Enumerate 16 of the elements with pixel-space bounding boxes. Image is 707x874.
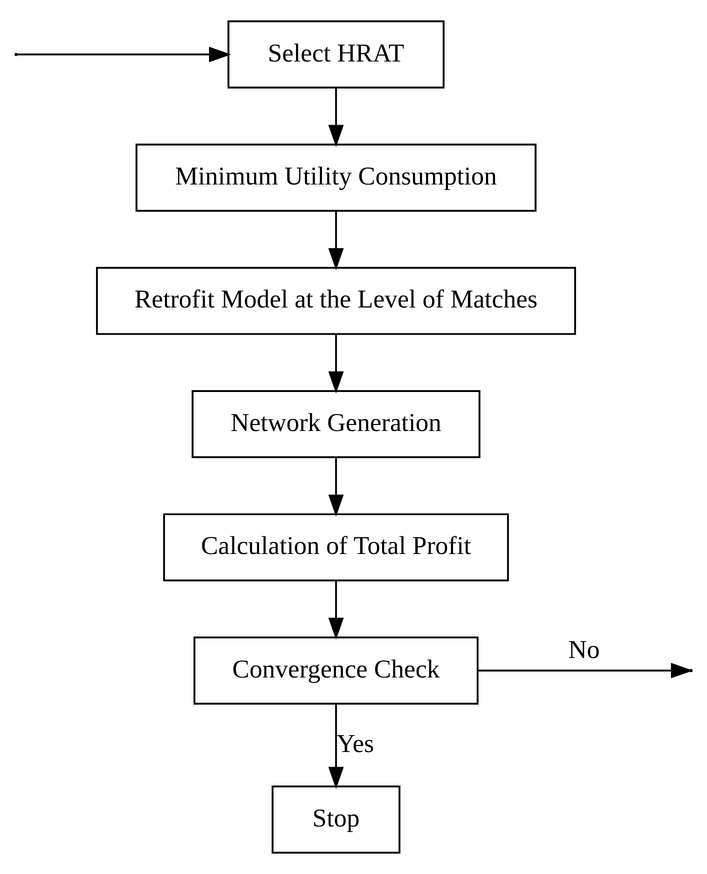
node-box: Retrofit Model at the Level of Matches (96, 266, 576, 335)
node-box: Convergence Check (194, 636, 479, 705)
arrow (328, 334, 344, 394)
edge-label: No (568, 635, 600, 664)
arrow (328, 457, 344, 517)
node-box: Select HRAT (228, 20, 445, 88)
node-box: Stop (272, 786, 400, 854)
arrow (328, 704, 344, 790)
arrow (328, 580, 344, 640)
arrow (17, 46, 232, 62)
edge-label: Yes (336, 728, 374, 758)
node-box: Network Generation (192, 390, 480, 458)
arrow (328, 210, 344, 270)
arrow (328, 88, 344, 148)
node-box: Minimum Utility Consumption (136, 144, 536, 212)
node-box: Calculation of Total Profit (163, 513, 509, 582)
